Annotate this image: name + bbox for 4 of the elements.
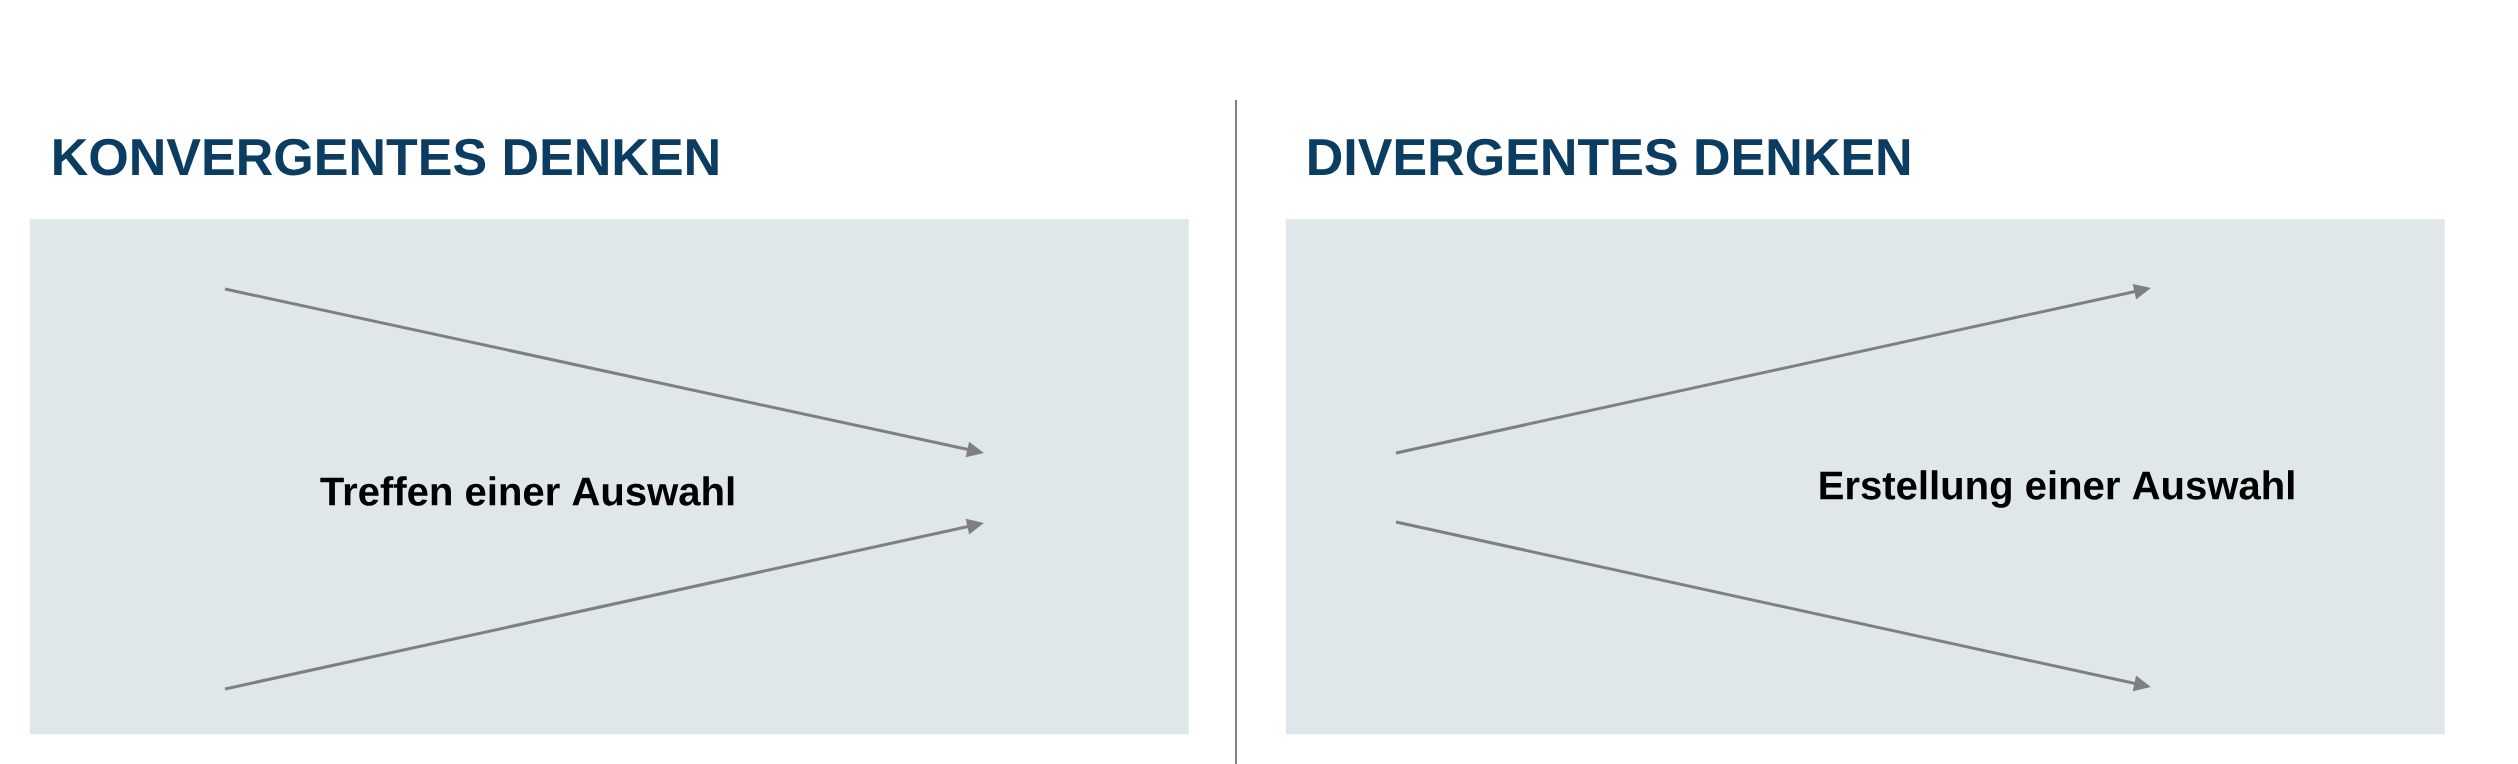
panel: Treffen einer Auswahl (29, 219, 1189, 735)
section-heading: KONVERGENTES DENKEN (54, 138, 718, 176)
panel: Erstellung einer Auswahl (1285, 219, 2445, 735)
section-heading: DIVERGENTES DENKEN (1309, 138, 1910, 176)
